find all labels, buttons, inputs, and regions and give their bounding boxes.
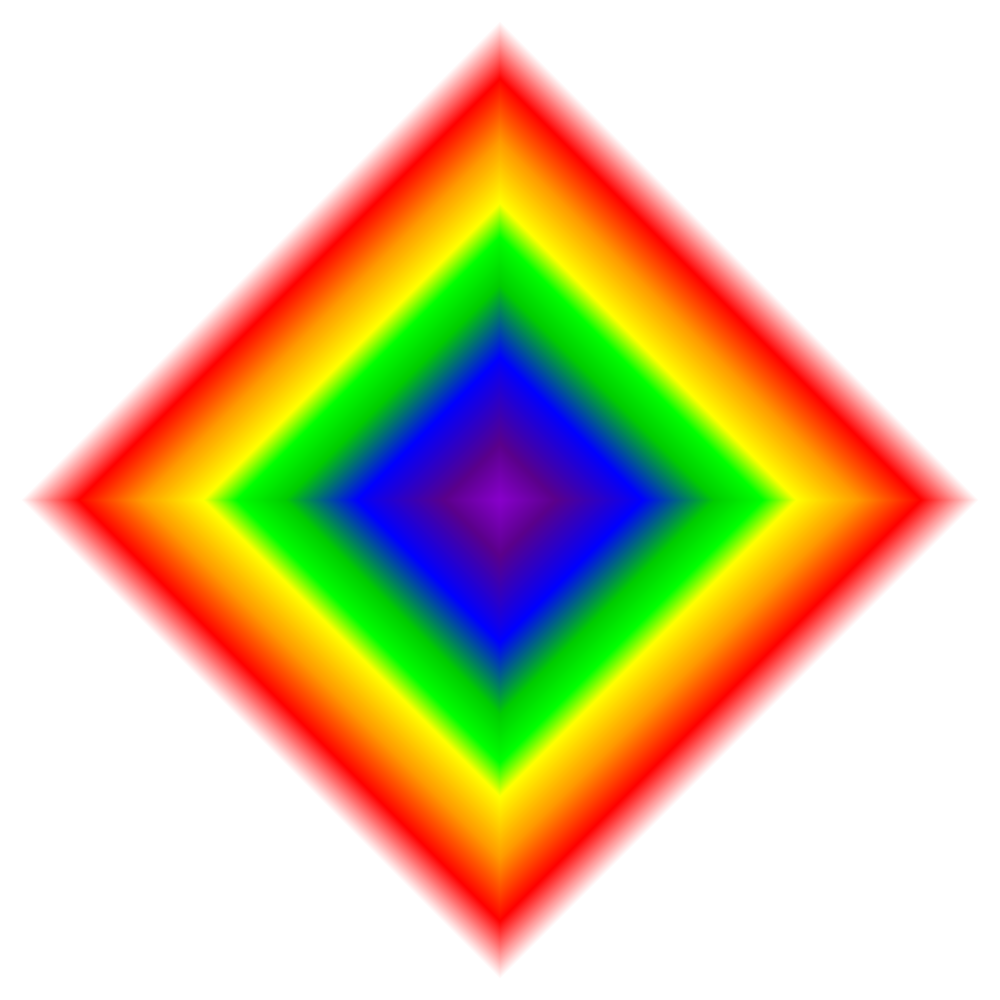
diamond-bands xyxy=(20,20,980,980)
diamond-band xyxy=(498,498,502,502)
